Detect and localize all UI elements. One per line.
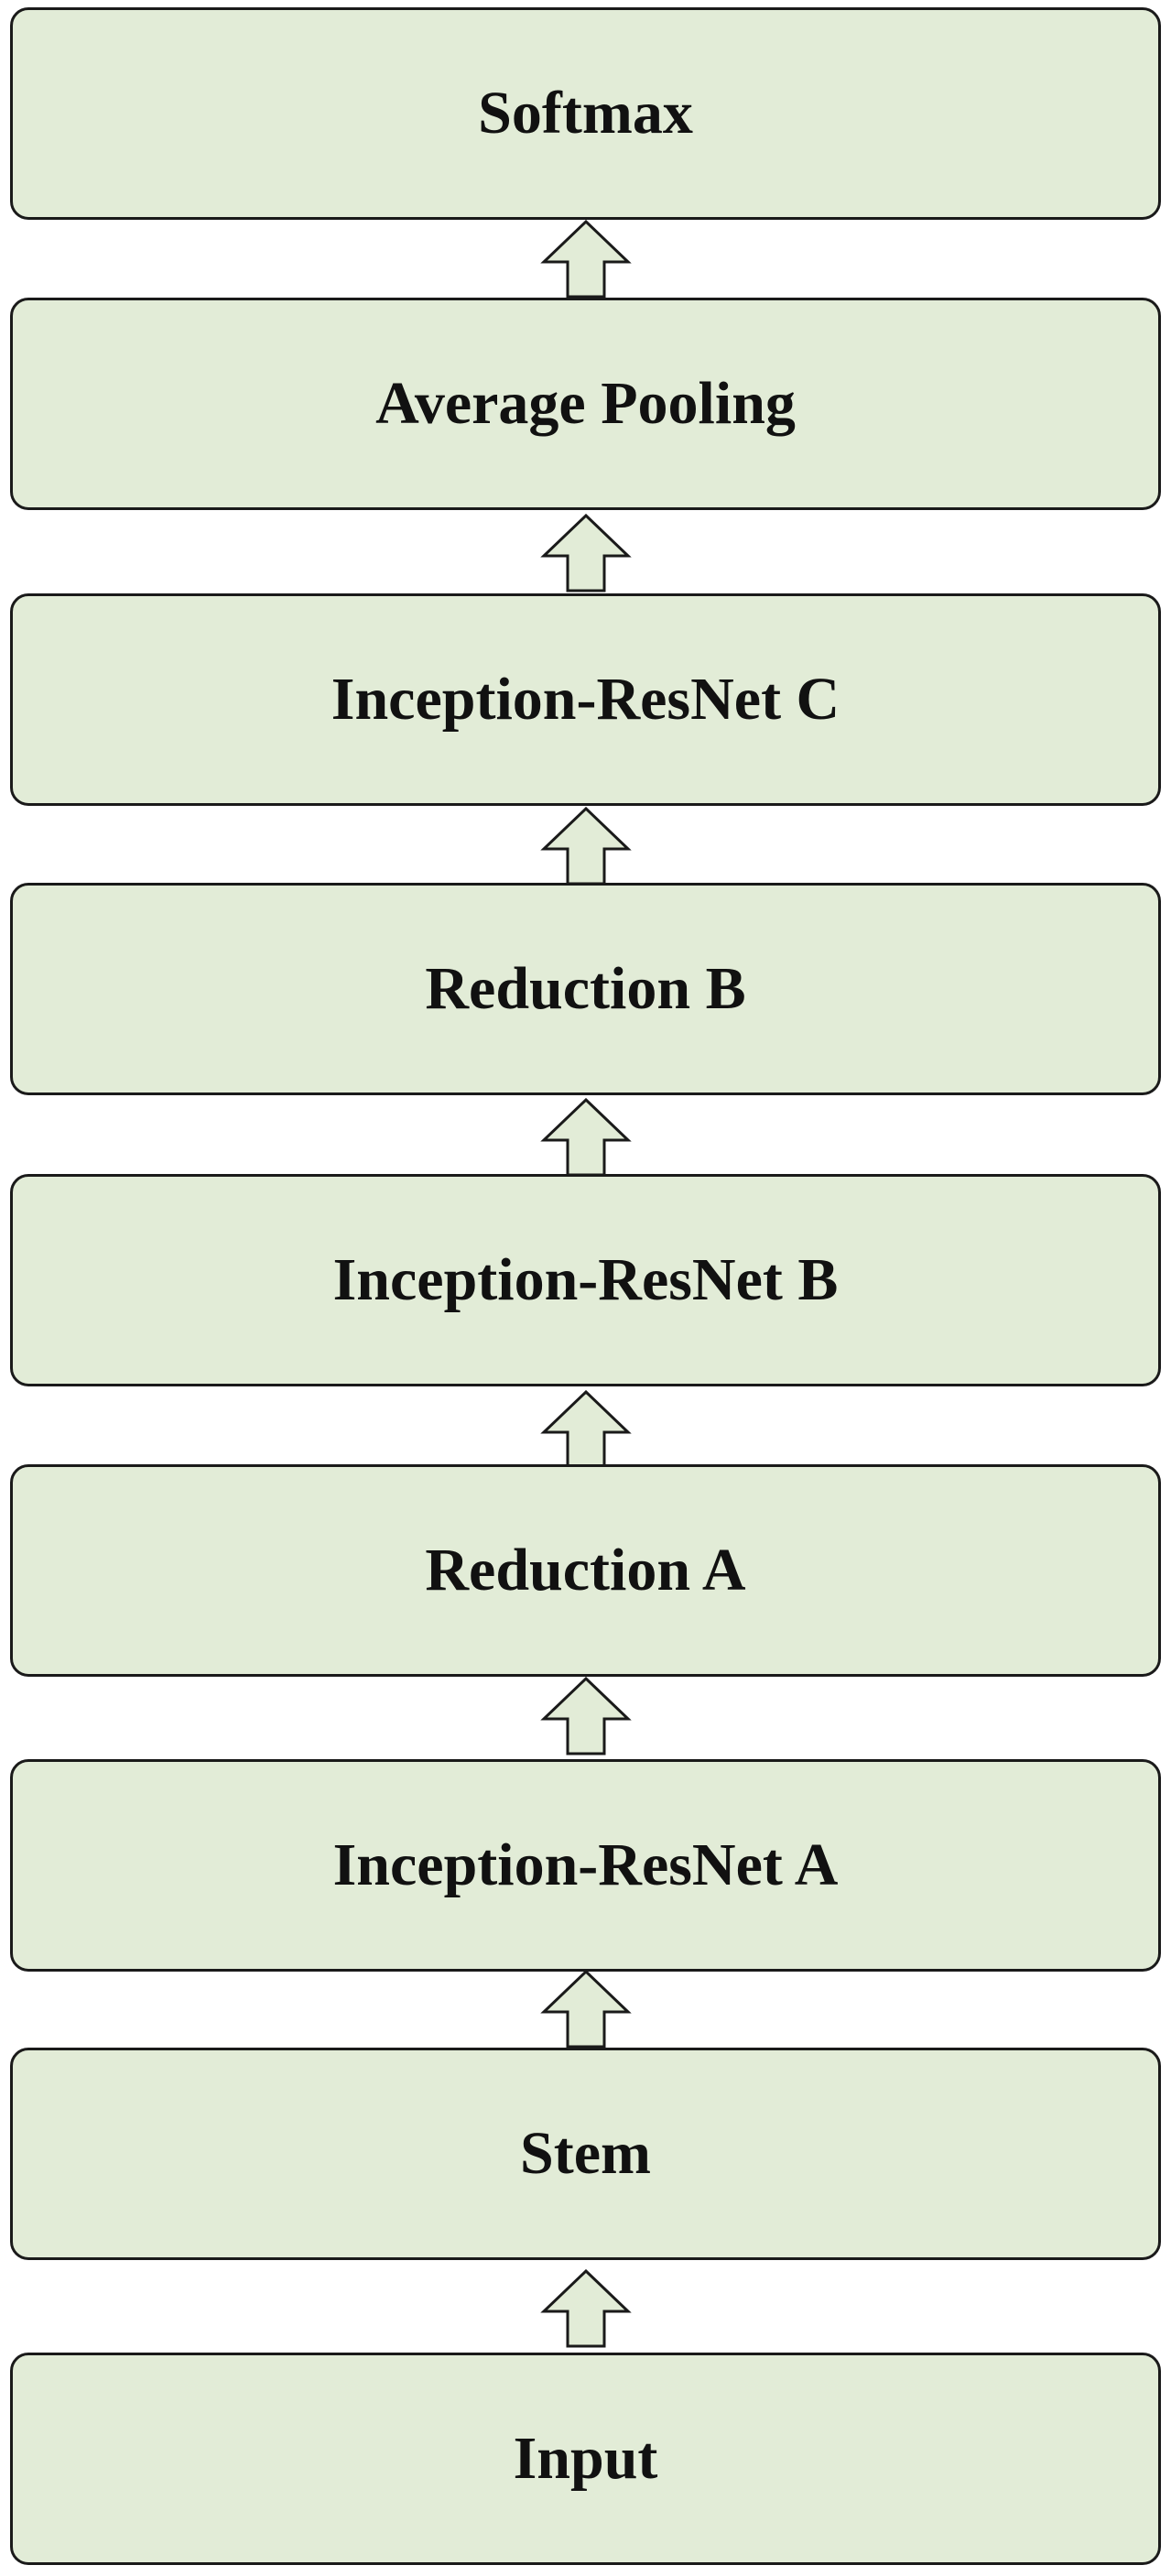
block-inception-resnet-a: Inception-ResNet A [10, 1759, 1161, 1972]
block-label: Softmax [478, 80, 693, 147]
up-arrow-icon [540, 220, 632, 299]
block-label: Reduction A [425, 1537, 746, 1603]
block-input: Input [10, 2353, 1161, 2565]
block-reduction-a: Reduction A [10, 1464, 1161, 1677]
block-softmax: Softmax [10, 7, 1161, 220]
block-label: Input [513, 2425, 658, 2492]
block-inception-resnet-c: Inception-ResNet C [10, 593, 1161, 806]
up-arrow-icon [540, 2269, 632, 2348]
up-arrow-icon [540, 1390, 632, 1469]
block-label: Inception-ResNet C [331, 666, 840, 733]
up-arrow-icon [540, 1098, 632, 1177]
block-inception-resnet-b: Inception-ResNet B [10, 1174, 1161, 1386]
block-reduction-b: Reduction B [10, 883, 1161, 1095]
block-label: Average Pooling [375, 370, 796, 437]
block-label: Stem [520, 2120, 651, 2187]
up-arrow-icon [540, 514, 632, 592]
up-arrow-icon [540, 1677, 632, 1755]
block-average-pooling: Average Pooling [10, 298, 1161, 510]
block-label: Inception-ResNet B [332, 1246, 839, 1313]
block-label: Inception-ResNet A [332, 1831, 839, 1898]
up-arrow-icon [540, 1970, 632, 2049]
block-label: Reduction B [425, 955, 746, 1022]
up-arrow-icon [540, 807, 632, 886]
block-stem: Stem [10, 2048, 1161, 2260]
